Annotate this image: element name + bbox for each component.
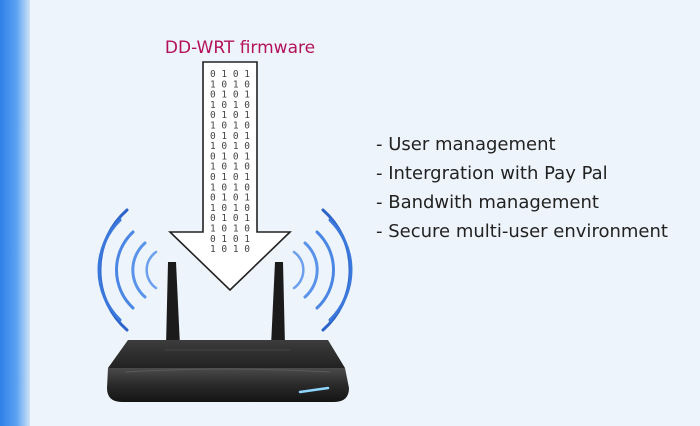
- firmware-title: DD-WRT firmware: [164, 38, 316, 58]
- feature-item: - Secure multi-user environment: [376, 221, 668, 242]
- binary-row: 0 1 0 1: [210, 131, 250, 142]
- binary-row: 0 1 0 1: [210, 69, 250, 80]
- antenna-right: [271, 262, 285, 346]
- feature-item: - Intergration with Pay Pal: [376, 163, 608, 184]
- binary-row: 0 1 0 1: [210, 172, 250, 183]
- binary-row: 1 0 1 0: [210, 121, 250, 132]
- binary-row: 0 1 0 1: [210, 234, 250, 245]
- binary-row: 1 0 1 0: [210, 79, 250, 90]
- binary-row: 0 1 0 1: [210, 213, 250, 224]
- binary-stream: 0 1 0 11 0 1 00 1 0 11 0 1 00 1 0 11 0 1…: [210, 69, 250, 255]
- antenna-left: [166, 262, 180, 346]
- feature-item: - Bandwith management: [376, 192, 599, 213]
- feature-list: - User management - Intergration with Pa…: [376, 130, 668, 246]
- binary-row: 1 0 1 0: [210, 224, 250, 235]
- signal-wave-icon: [292, 208, 353, 332]
- binary-row: 1 0 1 0: [210, 162, 250, 173]
- binary-row: 0 1 0 1: [210, 193, 250, 204]
- feature-item: - User management: [376, 134, 556, 155]
- binary-row: 0 1 0 1: [210, 90, 250, 101]
- binary-row: 1 0 1 0: [210, 141, 250, 152]
- binary-row: 1 0 1 0: [210, 244, 250, 255]
- signal-wave-icon: [97, 208, 158, 332]
- binary-row: 1 0 1 0: [210, 182, 250, 193]
- binary-row: 1 0 1 0: [210, 100, 250, 111]
- binary-row: 0 1 0 1: [210, 151, 250, 162]
- router-icon: [107, 340, 349, 402]
- accent-bar: [0, 0, 30, 426]
- binary-row: 1 0 1 0: [210, 203, 250, 214]
- download-arrow-icon: [168, 61, 292, 292]
- binary-row: 0 1 0 1: [210, 110, 250, 121]
